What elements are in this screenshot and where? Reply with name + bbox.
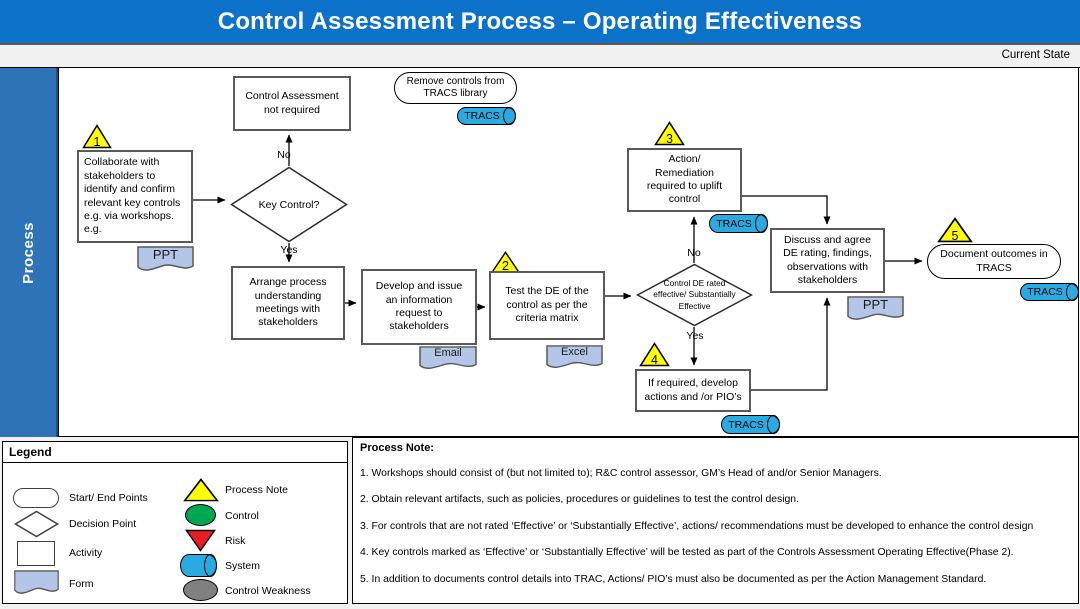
form-excel: Excel: [546, 345, 603, 370]
process-note-item: 5. In addition to documents control deta…: [360, 573, 987, 585]
form-label: PPT: [862, 297, 889, 313]
legend-title: Legend: [3, 442, 347, 463]
current-state-strip: Current State: [0, 45, 1080, 68]
legend-item-label: System: [225, 560, 261, 572]
process-note-marker-1: 1: [82, 124, 112, 149]
form-label: PPT: [152, 247, 179, 263]
form-ppt: PPT: [137, 246, 194, 273]
form-ppt: PPT: [847, 296, 904, 322]
legend-item-label: Risk: [225, 535, 246, 547]
legend-item-label: Start/ End Points: [69, 492, 148, 504]
process-note-item: 2. Obtain relevant artifacts, such as po…: [360, 494, 799, 506]
form-email: Email: [419, 346, 477, 371]
system-shape-icon: [180, 554, 217, 577]
decision-key-control: Key Control?: [230, 166, 348, 243]
form-label: Email: [434, 347, 462, 359]
system-tracs: TRACS: [1020, 283, 1079, 301]
system-label: TRACS: [728, 418, 764, 431]
activity-test-de: Test the DE of the control as per the cr…: [489, 271, 605, 340]
branch-label-no: No: [687, 247, 701, 259]
form-shape-icon: [14, 570, 59, 596]
form-label: Excel: [561, 346, 588, 358]
marker-number: 5: [951, 229, 959, 243]
legend-item-label: Activity: [69, 547, 103, 559]
page-title: Control Assessment Process – Operating E…: [217, 7, 863, 35]
legend-item-label: Form: [69, 578, 94, 590]
process-note-marker-3: 3: [654, 121, 685, 146]
legend-item-label: Process Note: [225, 484, 289, 496]
activity-assessment-not-required: Control Assessment not required: [233, 76, 351, 131]
branch-label-yes: Yes: [280, 244, 298, 256]
flow-canvas: [58, 68, 1079, 437]
title-bar: Control Assessment Process – Operating E…: [0, 0, 1080, 45]
process-note-item: 3. For controls that are not rated ‘Effe…: [360, 520, 1034, 532]
activity-collaborate: Collaborate with stakeholders to identif…: [77, 150, 193, 243]
system-label: TRACS: [464, 110, 500, 122]
legend-panel: Legend Start/ End Points Decision Point …: [2, 441, 348, 604]
system-tracs: TRACS: [709, 214, 768, 233]
activity-shape-icon: [17, 541, 55, 566]
marker-number: 3: [666, 132, 673, 146]
start-end-shape-icon: [13, 488, 59, 508]
process-note-shape-icon: [183, 478, 219, 502]
process-note-title: Process Note:: [360, 442, 434, 454]
endpoint-remove-controls: Remove controls from TRACS library: [394, 72, 517, 104]
activity-develop-actions-pio: If required, develop actions and /or PIO…: [635, 369, 751, 412]
activity-discuss-agree: Discuss and agree DE rating, findings, o…: [770, 228, 885, 293]
process-note-marker-5: 5: [937, 217, 973, 243]
swimlane-label: Process: [19, 221, 37, 284]
legend-item-label: Control: [225, 510, 259, 522]
process-note-item: 4. Key controls marked as ‘Effective’ or…: [360, 547, 1014, 559]
system-tracs: TRACS: [457, 107, 516, 125]
control-weakness-shape-icon: [183, 579, 218, 601]
marker-number: 1: [93, 135, 101, 149]
system-label: TRACS: [1027, 286, 1063, 298]
decision-de-rated: Control DE rated effective/ Substantiall…: [636, 263, 753, 327]
decision-label: Key Control?: [258, 198, 320, 211]
branch-label-no: No: [277, 149, 291, 161]
system-label: TRACS: [716, 217, 752, 230]
branch-label-yes: Yes: [686, 330, 704, 342]
activity-arrange-meetings: Arrange process understanding meetings w…: [231, 266, 345, 340]
process-note-marker-2: 2: [491, 251, 520, 273]
decision-label: Control DE rated effective/ Substantiall…: [653, 278, 736, 311]
legend-item-label: Decision Point: [69, 518, 137, 530]
risk-shape-icon: [185, 529, 216, 552]
marker-number: 4: [651, 353, 658, 367]
process-swimlane: Process: [0, 68, 58, 437]
current-state-label: Current State: [1001, 49, 1070, 61]
process-note-panel: Process Note: 1. Workshops should consis…: [352, 437, 1079, 604]
system-tracs: TRACS: [721, 415, 780, 434]
activity-develop-information-request: Develop and issue an information request…: [361, 269, 477, 345]
activity-action-remediation: Action/ Remediation required to uplift c…: [627, 148, 742, 212]
endpoint-document-outcomes: Document outcomes in TRACS: [927, 244, 1061, 279]
process-note-marker-4: 4: [639, 342, 670, 367]
decision-shape-icon: [14, 510, 59, 538]
legend-item-label: Control Weakness: [225, 585, 311, 597]
control-shape-icon: [185, 504, 216, 526]
marker-number: 2: [502, 259, 509, 273]
process-note-item: 1. Workshops should consist of (but not …: [360, 468, 882, 479]
